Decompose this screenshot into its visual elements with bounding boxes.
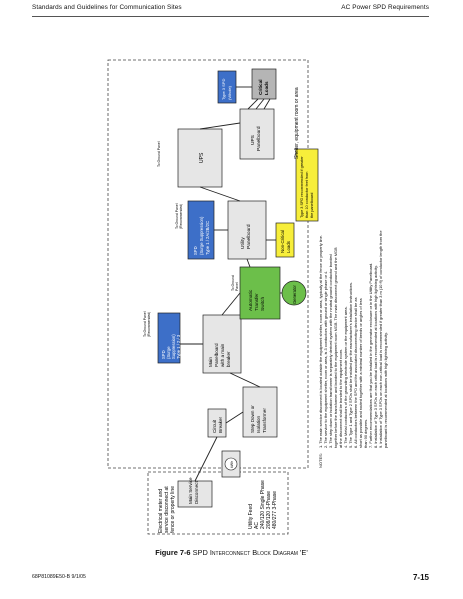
to-ground-utility-label: To Ground Panel (Recommended): [175, 203, 183, 229]
shelter-label: Shelter, equipment room or area: [294, 87, 300, 159]
service-entrance-area: [147, 471, 289, 535]
main-panelboard-label: Main Panelboard with a main breaker: [208, 342, 231, 367]
notes-items: 1. The main service disconnect is locate…: [318, 229, 388, 448]
page-number: 7-15: [412, 573, 429, 582]
ats-box: [239, 266, 281, 320]
header-right: AC Power SPD Requirements: [341, 4, 429, 11]
to-ground-main-label: To Ground Panel (Recommended): [143, 311, 151, 337]
ats-label: Automatic Transfer Switch: [248, 288, 266, 311]
to-ground-ats-label: To Ground Panel: [231, 274, 239, 291]
figure-number: Figure 7-6: [155, 548, 191, 557]
circuit-breaker-label: Circuit Breaker: [212, 416, 223, 433]
type3-spd-label: Type 3 SPD (Whole): [221, 78, 232, 100]
notes-heading: NOTES:: [318, 453, 323, 468]
service-entrance-label: Electrical meter and service disconnect …: [158, 485, 176, 533]
header-left: Standards and Guidelines for Communicati…: [32, 4, 182, 11]
ups-panelboard-label: UPS Panelboard: [250, 126, 262, 151]
notes-block: NOTES: 1. The main service disconnect is…: [318, 229, 388, 469]
main-service-disconnect-label: Main Service Disconnect: [188, 476, 199, 504]
spd-main-box: [157, 312, 181, 364]
rotated-diagram: Electrical meter and service disconnect …: [143, 68, 319, 533]
meter-icon: [224, 457, 238, 471]
generator-label: Generator: [292, 285, 297, 304]
spd-main-label: SPD (Surge Suppression) Type 1 / 2 / 3: [161, 333, 181, 359]
non-critical-loads-label: Non-Critical Loads: [280, 229, 291, 253]
figure-caption: Figure 7-6 SPD Interconnect Block Diagra…: [0, 548, 463, 557]
footer-left: 68P81089E50-B 9/1/05: [32, 574, 86, 580]
ups-label: UPS: [199, 152, 205, 163]
non-critical-loads-box: [275, 222, 295, 258]
type3-note-label: Type 3 SPD recommended if greater than 1…: [300, 155, 314, 218]
utility-feed-label: Utility Feed AC 240/120 Single Phase 208…: [248, 479, 278, 529]
meter-symbol: kWh: [230, 461, 234, 468]
circuit-breaker-box: [207, 408, 227, 438]
figure-title: SPD Interconnect Block Diagram 'E': [192, 548, 308, 557]
step-down-transformer-label: Step Down or Isolation Transformer: [250, 404, 267, 433]
spd-utility-label: SPD (Surge Suppression) Type 1 / 2A/2B/2…: [193, 215, 210, 255]
header-rule: [32, 16, 429, 17]
to-ground-ups-label: To Ground Panel: [157, 141, 161, 167]
critical-loads-label: Critical Loads: [258, 78, 269, 95]
connection-lines: [180, 86, 282, 482]
shelter-area: [107, 59, 309, 469]
utility-panelboard-label: Utility Panelboard: [240, 224, 252, 249]
type3-note-box: [295, 148, 319, 222]
ups-panelboard-box: [239, 108, 275, 160]
